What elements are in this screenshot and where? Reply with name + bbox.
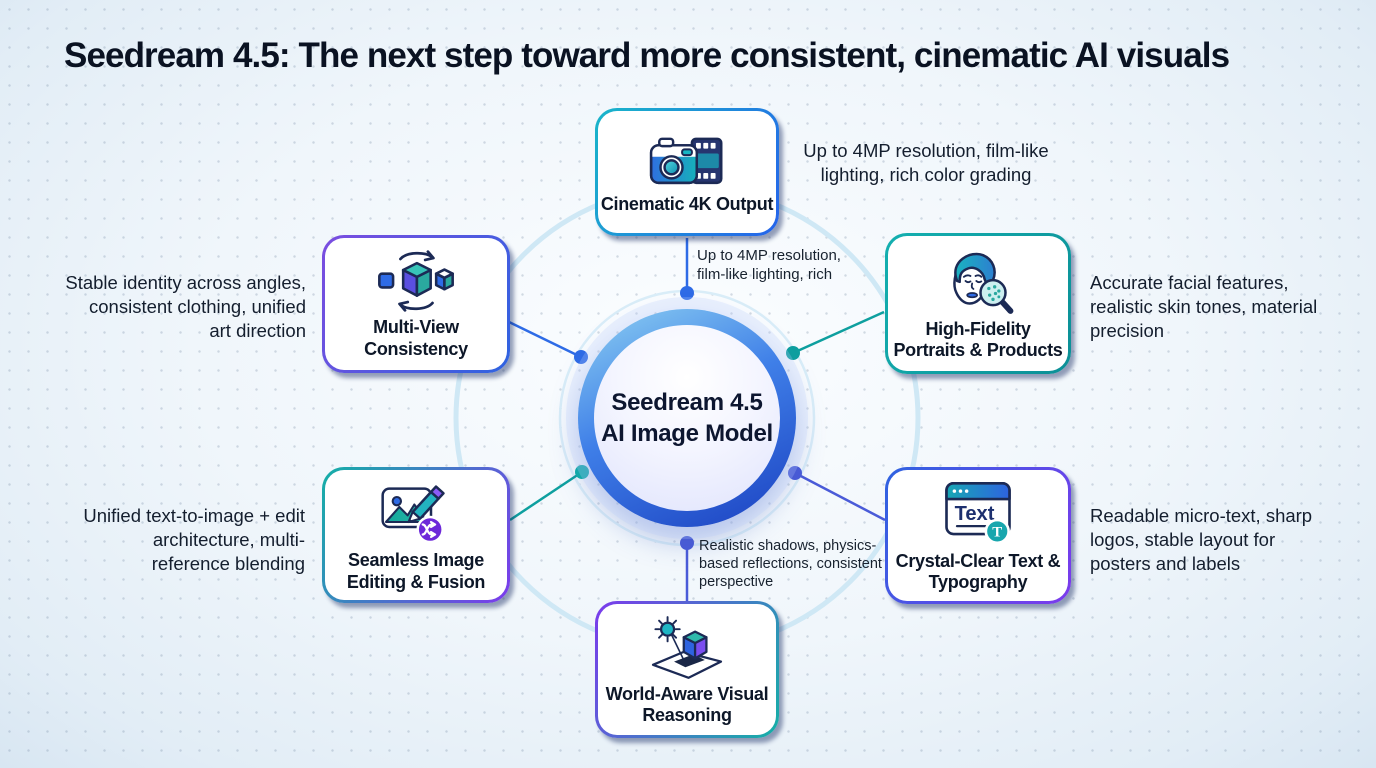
face-magnifier-icon (953, 252, 1014, 314)
description-crystal-clear-text: Readable micro-text, sharp logos, stable… (1090, 505, 1313, 575)
connector-right-top (792, 310, 885, 355)
feature-card-label: Seamless Image Editing & Fusion (346, 550, 486, 592)
text-badge-letter: T (992, 524, 1002, 540)
feature-card-seamless-editing: Seamless Image Editing & Fusion (322, 467, 510, 603)
connector-left-bottom (509, 470, 583, 522)
center-line1: Seedream 4.5 (611, 388, 763, 416)
image-edit-icon (381, 485, 445, 544)
feature-card-multi-view-consistency: Multi-View Consistency (322, 235, 510, 373)
center-line2: AI Image Model (601, 420, 773, 447)
camera-film-icon (649, 137, 723, 184)
sun-cube-icon (651, 615, 723, 679)
text-window-word: Text (955, 503, 995, 525)
annotation-bottom: Realistic shadows, physics-based reflect… (699, 538, 882, 590)
feature-card-high-fidelity-portraits: High-Fidelity Portraits & Products (885, 233, 1071, 374)
feature-card-label: Cinematic 4K Output (600, 193, 774, 214)
feature-card-label: Crystal-Clear Text & Typography (895, 550, 1061, 592)
cubes-rotate-icon (378, 250, 454, 312)
junction-dot-left-bottom (575, 465, 589, 479)
feature-card-label: Multi-View Consistency (364, 317, 468, 359)
center-hub: Seedream 4.5 AI Image Model (578, 309, 796, 527)
connector-right-bottom (794, 471, 886, 522)
page-title: Seedream 4.5: The next step toward more … (64, 36, 1230, 75)
feature-card-cinematic-4k-output: Cinematic 4K Output (595, 108, 779, 236)
text-window-icon: Text T (945, 481, 1011, 544)
junction-dot-top (680, 286, 694, 300)
center-hub-label: Seedream 4.5 AI Image Model (594, 325, 780, 511)
description-multi-view: Stable identity across angles, consisten… (65, 272, 306, 342)
junction-dot-bottom (680, 536, 694, 550)
junction-dot-right-bottom (788, 466, 802, 480)
feature-card-label: High-Fidelity Portraits & Products (893, 318, 1063, 360)
feature-card-crystal-clear-text: Text T Crystal-Clear Text & Typography (885, 467, 1071, 604)
junction-dot-left-top (574, 350, 588, 364)
feature-card-label: World-Aware Visual Reasoning (605, 683, 769, 725)
description-high-fidelity: Accurate facial features, realistic skin… (1090, 272, 1318, 342)
annotation-top: Up to 4MP resolution, film-like lighting… (697, 247, 841, 284)
description-seamless-editing: Unified text-to-image + edit architectur… (83, 505, 305, 575)
junction-dot-right-top (786, 346, 800, 360)
feature-card-world-aware-reasoning: World-Aware Visual Reasoning (595, 601, 779, 738)
connector-left-top (508, 320, 582, 359)
description-cinematic-4k: Up to 4MP resolution, film-like lighting… (803, 140, 1049, 186)
